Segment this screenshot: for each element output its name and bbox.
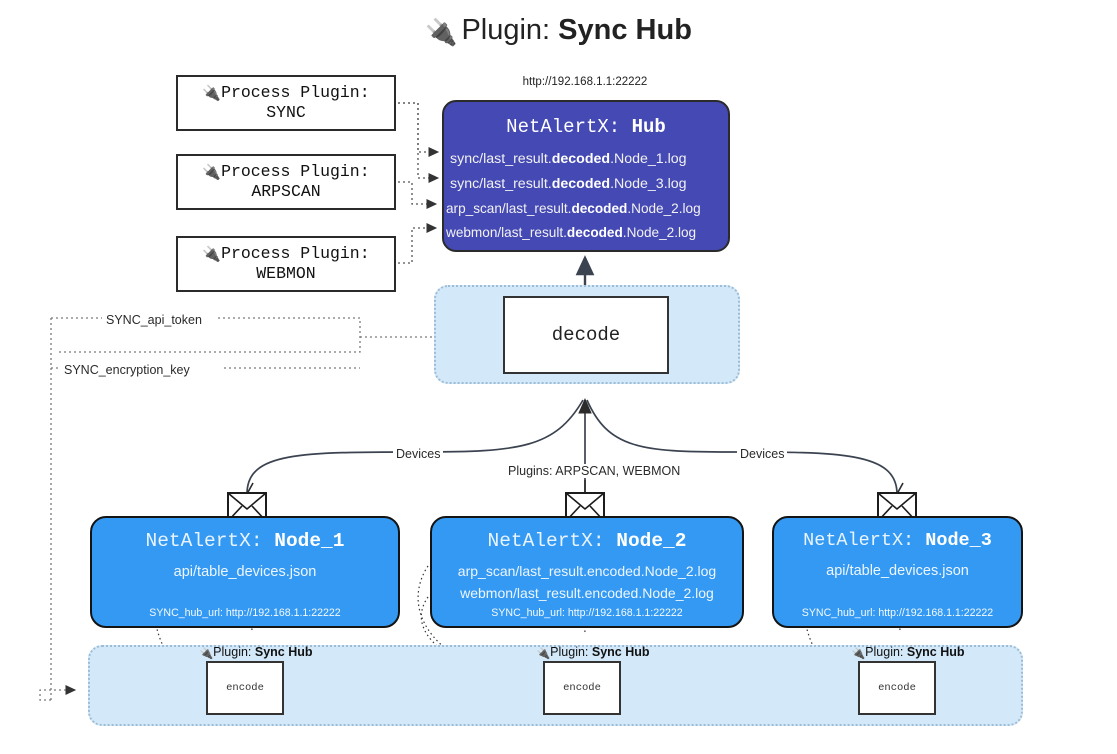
node-3-hub-url: SYNC_hub_url: http://192.168.1.1:22222 [801,607,994,619]
hub-log-line-4: webmon/last_result.decoded.Node_2.log [446,224,697,240]
hub-title: NetAlertX: Hub [506,116,666,138]
node-1-line-1: api/table_devices.json [173,564,317,580]
node-3-lines: api/table_devices.json [774,560,1021,582]
node-1[interactable]: NetAlertX: Node_1 api/table_devices.json… [90,516,400,628]
node-2[interactable]: NetAlertX: Node_2 arp_scan/last_result.e… [430,516,744,628]
hub-log-line-3: arp_scan/last_result.decoded.Node_2.log [446,200,701,216]
process-plugin-sync[interactable]: 🔌Process Plugin: SYNC [176,75,396,131]
node-2-lines: arp_scan/last_result.encoded.Node_2.log … [432,561,742,604]
encode-3-plugin-label: 🔌Plugin: Sync Hub [851,645,965,660]
node-1-title: NetAlertX: Node_1 [145,530,345,552]
plug-icon: 🔌 [199,647,214,660]
plug-icon: 🔌 [202,84,222,103]
plug-icon: 🔌 [202,163,222,182]
node-2-title: NetAlertX: Node_2 [487,530,687,552]
page-title: 🔌Plugin: Sync Hub [0,14,1117,48]
edge-label-devices-left: Devices [393,445,444,463]
encode-box-2[interactable]: encode [543,661,621,715]
plug-icon: 🔌 [425,17,458,47]
encode-box-1[interactable]: encode [206,661,284,715]
edge-label-plugins-center: Plugins: ARPSCAN, WEBMON [505,462,684,480]
decode-box[interactable]: decode [503,296,669,374]
page-title-prefix: Plugin: [461,14,559,46]
node-3-title: NetAlertX: Node_3 [803,530,992,551]
node-2-hub-url: SYNC_hub_url: http://192.168.1.1:22222 [491,607,683,619]
process-plugin-webmon-name: WEBMON [256,264,316,284]
encode-box-3[interactable]: encode [858,661,936,715]
node-2-line-2: webmon/last_result.encoded.Node_2.log [460,584,714,601]
edge-label-devices-right: Devices [737,445,788,463]
hub-log-line-1: sync/last_result.decoded.Node_1.log [450,151,687,167]
plug-icon: 🔌 [851,647,866,660]
process-plugin-webmon[interactable]: 🔌Process Plugin: WEBMON [176,236,396,292]
page-title-name: Sync Hub [558,14,692,46]
encode-2-plugin-label: 🔌Plugin: Sync Hub [536,645,650,660]
plug-icon: 🔌 [202,245,222,264]
process-plugin-webmon-label: 🔌Process Plugin: [202,244,370,264]
node-3[interactable]: NetAlertX: Node_3 api/table_devices.json… [772,516,1023,628]
hub-url-label: http://192.168.1.1:22222 [522,76,648,88]
encode-1-plugin-label: 🔌Plugin: Sync Hub [199,645,313,660]
plug-icon: 🔌 [536,647,551,660]
node-1-lines: api/table_devices.json [92,561,398,583]
node-2-line-1: arp_scan/last_result.encoded.Node_2.log [457,563,717,579]
process-plugin-arpscan-name: ARPSCAN [251,182,321,202]
process-plugin-arpscan-label: 🔌Process Plugin: [202,162,370,182]
sync-api-token-label: SYNC_api_token [103,311,205,329]
node-3-line-1: api/table_devices.json [826,563,969,579]
process-plugin-sync-name: SYNC [266,103,306,123]
process-plugin-arpscan[interactable]: 🔌Process Plugin: ARPSCAN [176,154,396,210]
hub-log-line-2: sync/last_result.decoded.Node_3.log [450,175,687,192]
sync-encryption-key-label: SYNC_encryption_key [61,361,193,379]
process-plugin-sync-label: 🔌Process Plugin: [202,83,370,103]
hub-node[interactable]: NetAlertX: Hub sync/last_result.decoded.… [442,100,730,252]
node-1-hub-url: SYNC_hub_url: http://192.168.1.1:22222 [149,607,341,619]
